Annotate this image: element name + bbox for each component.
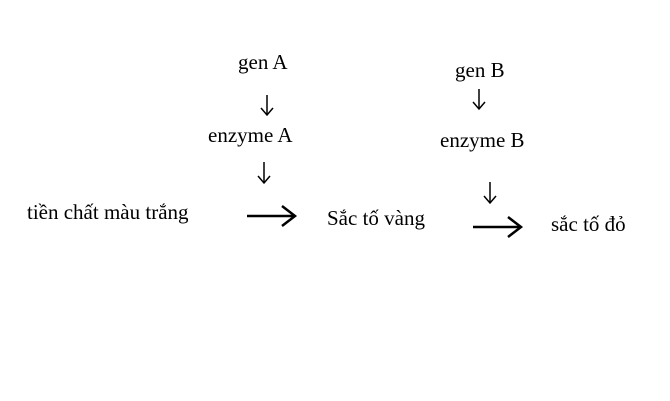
red-pigment-label: sắc tố đỏ [551, 212, 626, 236]
enzyme-a-label: enzyme A [208, 123, 293, 147]
down-arrow-enzyme-a [257, 162, 271, 185]
enzyme-b-label: enzyme B [440, 128, 525, 152]
white-precursor-label: tiền chất màu trắng [27, 200, 189, 224]
gen-b-label: gen B [455, 58, 505, 82]
yellow-pigment-label: Sắc tố vàng [327, 206, 425, 230]
right-arrow-1 [247, 205, 298, 227]
down-arrow-gen-b [472, 89, 486, 111]
gen-a-label: gen A [238, 50, 288, 74]
right-arrow-2 [473, 216, 524, 238]
down-arrow-enzyme-b [483, 182, 497, 205]
down-arrow-gen-a [260, 95, 274, 117]
